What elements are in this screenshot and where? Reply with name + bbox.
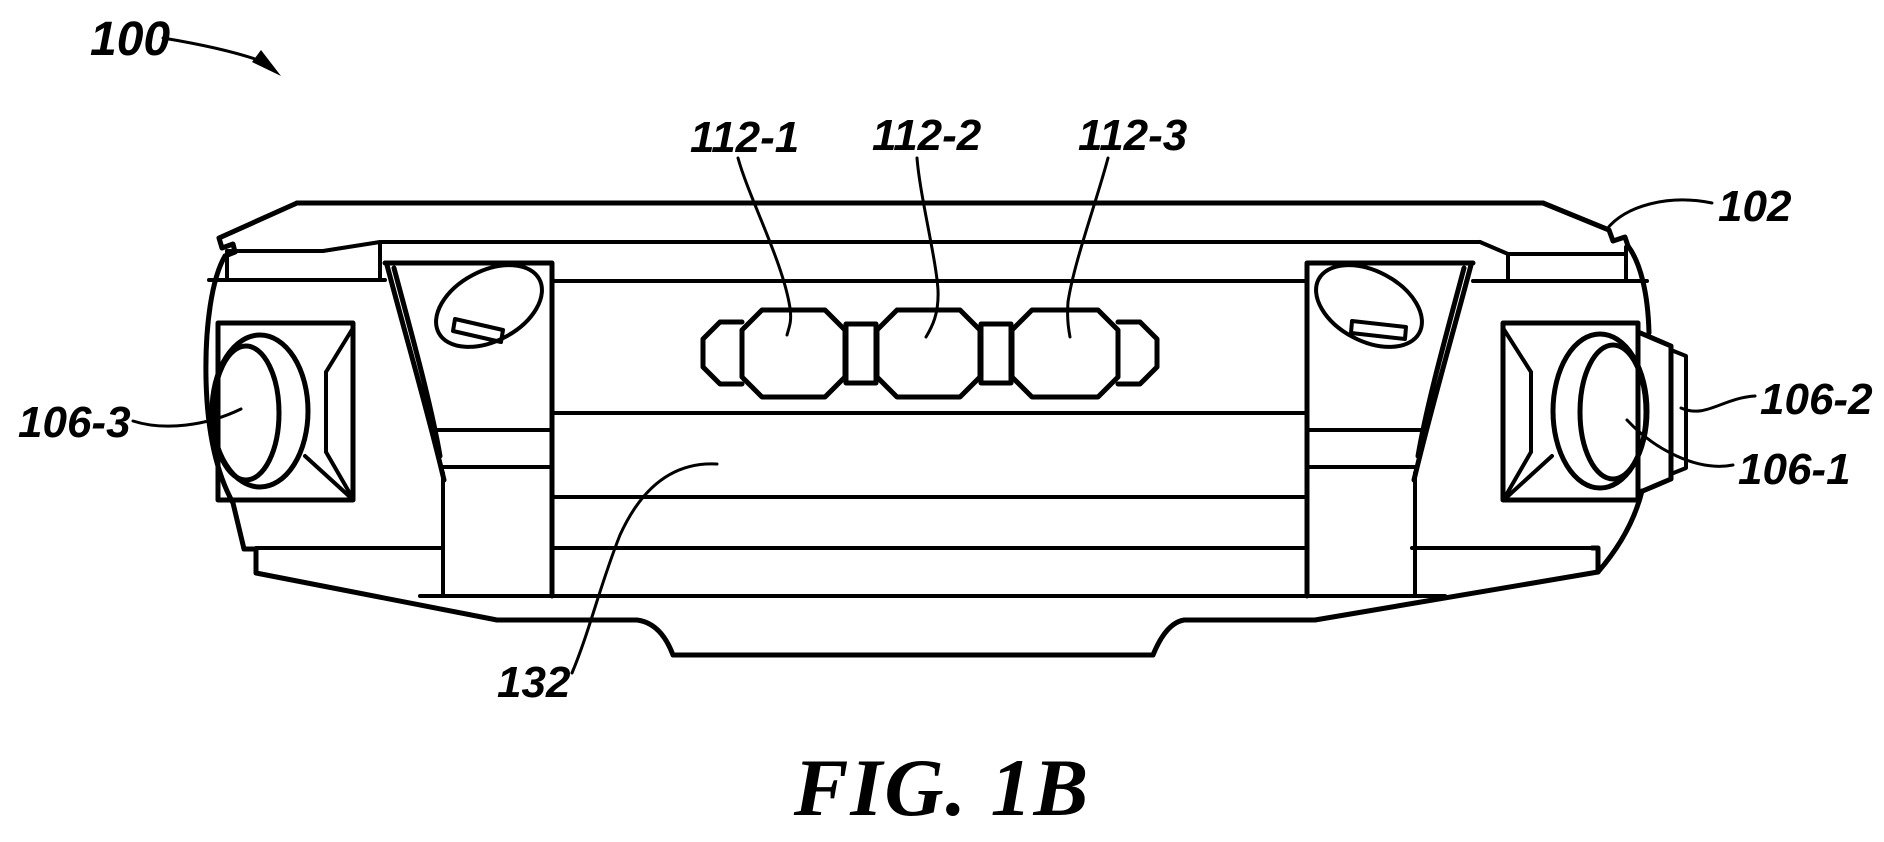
right-housing-frame <box>1500 320 1641 503</box>
body-top-right-chamfer-and-notch <box>1540 200 1631 249</box>
button-connector-1 <box>843 321 879 386</box>
left-oval-slot <box>451 317 505 344</box>
side-button-protrusion-rim <box>1669 348 1688 476</box>
right-corner-bracket <box>1304 260 1476 599</box>
leader-112-2 <box>915 156 940 339</box>
right-oval-slot <box>1349 319 1408 341</box>
ref-label-106-2: 106-2 <box>1760 375 1873 424</box>
ref-label-106-1: 106-1 <box>1738 445 1851 494</box>
seam-upper-left-step <box>207 240 387 282</box>
body-right-edge-lower <box>1595 488 1645 575</box>
right-pillar-edges <box>1305 428 1425 598</box>
button-strip-left-cap <box>700 319 745 387</box>
leader-100-arrowhead <box>252 50 281 76</box>
figure-caption: FIG. 1B <box>793 742 1091 833</box>
leader-106-3 <box>131 407 243 428</box>
left-button-dome-inner <box>210 343 282 483</box>
left-button-housing <box>209 320 356 503</box>
leader-112-3 <box>1066 156 1110 339</box>
ref-label-112-2: 112-2 <box>872 111 982 160</box>
leader-100-arrow-shaft <box>161 36 260 62</box>
body-bottom-edge <box>494 545 1601 658</box>
reference-numerals: 100 112-1 112-2 112-3 102 106-2 106-1 10… <box>18 13 1873 707</box>
housing-seam-lines <box>207 240 1649 598</box>
right-button-housing <box>1500 320 1650 503</box>
device-side-view <box>131 36 1757 675</box>
left-oval-opening <box>434 263 544 349</box>
ref-label-106-3: 106-3 <box>18 398 131 447</box>
seam-upper-right-step <box>1471 240 1649 283</box>
button-strip-right-cap <box>1115 319 1160 387</box>
ref-label-132: 132 <box>497 658 571 707</box>
leader-106-2 <box>1679 394 1757 413</box>
right-bracket-fin-curves <box>1411 262 1474 483</box>
ref-label-102: 102 <box>1718 182 1792 231</box>
button-112-3 <box>1009 307 1121 400</box>
leader-106-1 <box>1625 418 1735 468</box>
ref-label-112-3: 112-3 <box>1078 111 1187 160</box>
device-body-outline <box>203 200 1688 658</box>
body-top-left-chamfer-and-notch <box>216 200 300 259</box>
left-pillar-edges <box>434 428 554 598</box>
ref-label-100: 100 <box>90 13 170 66</box>
right-oval-opening <box>1314 263 1424 349</box>
leader-102 <box>1605 198 1714 231</box>
body-right-edge-upper <box>1625 243 1652 336</box>
leader-112-1 <box>736 156 793 337</box>
left-bracket-fin-curves <box>384 262 447 483</box>
right-button-dome-inner <box>1577 342 1649 482</box>
button-112-1 <box>739 307 848 400</box>
button-112-2 <box>874 307 983 400</box>
right-housing-bevel <box>1501 326 1554 499</box>
left-housing-bevel <box>303 326 355 499</box>
ref-label-112-1: 112-1 <box>690 113 799 162</box>
side-button-protrusion <box>1635 329 1674 496</box>
left-corner-bracket <box>382 260 555 599</box>
button-connector-2 <box>978 321 1014 386</box>
leader-lines <box>131 36 1757 675</box>
leader-132 <box>570 462 719 675</box>
top-button-cluster <box>700 307 1160 400</box>
left-housing-frame <box>215 320 356 503</box>
